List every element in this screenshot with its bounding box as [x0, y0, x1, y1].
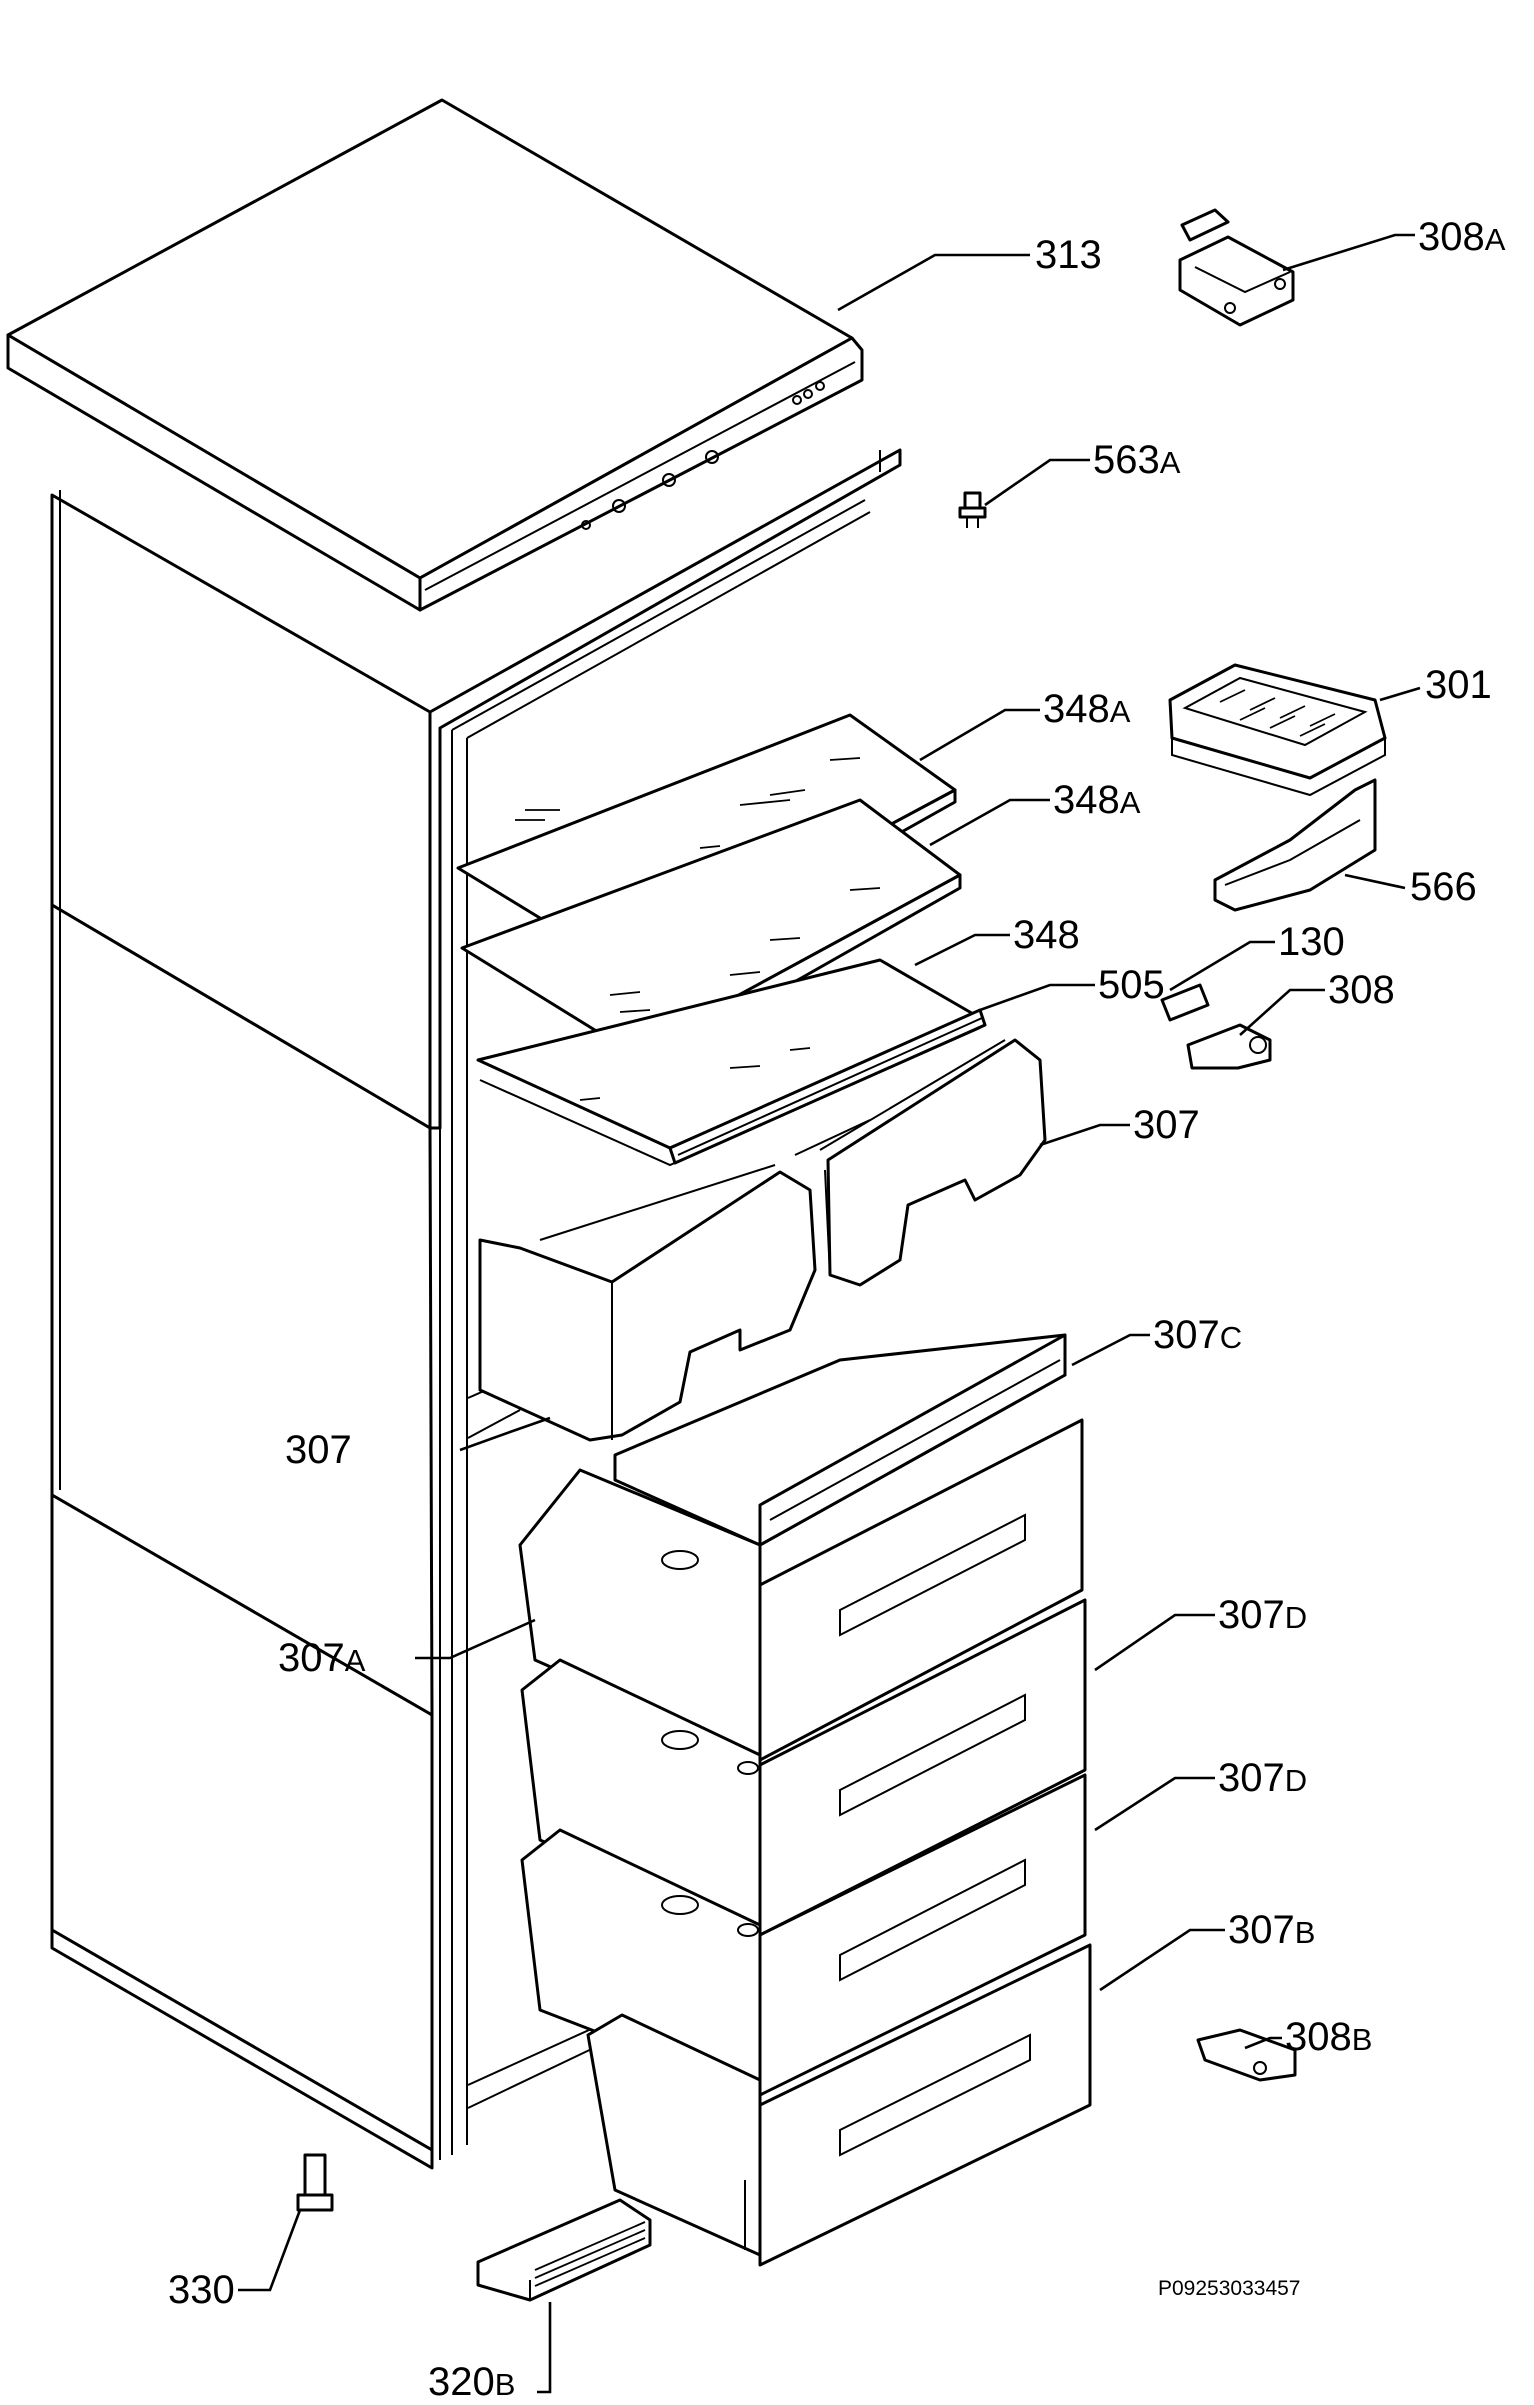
callout-307d-upper: 307D	[1218, 1593, 1307, 1637]
callout-308b: 308B	[1285, 2015, 1372, 2059]
shelf-cover-307c	[613, 1333, 1067, 1547]
callout-563a: 563A	[1093, 438, 1181, 482]
cabinet-body	[50, 448, 902, 2170]
freezer-drawer-307a	[518, 1418, 1084, 1762]
callout-313: 313	[1035, 233, 1102, 277]
door-bin-right	[794, 1038, 1047, 1287]
callout-307a: 307A	[278, 1636, 366, 1680]
ice-scoop-566	[1213, 778, 1377, 912]
callout-130: 130	[1278, 920, 1345, 964]
callout-301: 301	[1425, 663, 1492, 707]
callout-307b: 307B	[1228, 1908, 1315, 1952]
hinge-308b	[1196, 2028, 1297, 2082]
callout-566: 566	[1410, 865, 1477, 909]
hinge-308a	[1178, 208, 1295, 327]
hinge-308	[1186, 1023, 1272, 1070]
callout-labels: 313 308A 563A 301 348A 348A 566 348 130 …	[168, 215, 1506, 2404]
callout-308a: 308A	[1418, 215, 1506, 259]
callout-307d-lower: 307D	[1218, 1756, 1307, 1800]
freezer-drawer-307d-upper	[520, 1598, 1087, 1937]
part-130	[1160, 983, 1210, 1022]
callout-348: 348	[1013, 913, 1080, 957]
freezer-drawer-307b	[586, 1943, 1092, 2267]
foot-330	[296, 2153, 334, 2212]
drawing-code: P09253033457	[1158, 2277, 1300, 2300]
leader-lines	[238, 233, 1421, 2394]
top-cover	[6, 98, 864, 612]
ice-cube-tray-301	[1168, 663, 1387, 797]
callout-348a-mid: 348A	[1053, 778, 1141, 822]
screw-563a	[958, 491, 987, 528]
callout-348a-top: 348A	[1043, 687, 1131, 731]
callout-505: 505	[1098, 963, 1165, 1007]
callout-320b: 320B	[428, 2360, 515, 2400]
callout-308: 308	[1328, 968, 1395, 1012]
shelf-trim-505	[668, 1008, 987, 1165]
freezer-drawer-307d-lower	[520, 1773, 1087, 2097]
callout-307-right: 307	[1133, 1103, 1200, 1147]
kick-plate-320b	[476, 2198, 652, 2302]
callout-330: 330	[168, 2268, 235, 2312]
callout-307c: 307C	[1153, 1313, 1242, 1357]
callout-307-left: 307	[285, 1428, 352, 1472]
door-bin-left	[478, 1164, 817, 1442]
